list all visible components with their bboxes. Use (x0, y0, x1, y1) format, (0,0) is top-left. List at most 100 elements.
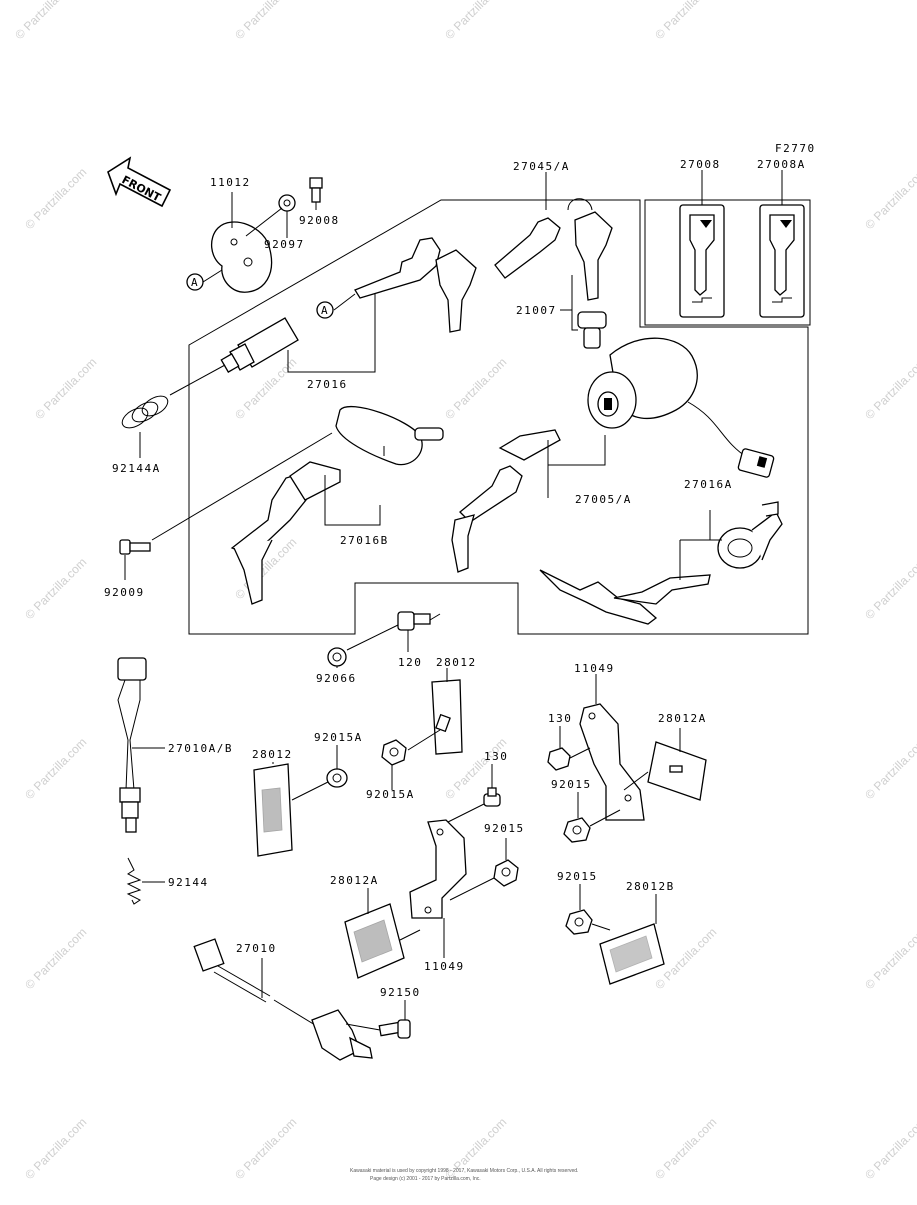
label-92144: 92144 (168, 876, 209, 889)
leader-screw-axis (151, 432, 333, 541)
watermark: © Partzilla.com (862, 925, 917, 992)
label-130-mid: 130 (484, 750, 508, 763)
key-blank-27008a (759, 204, 805, 318)
label-27005a: 27005/A (575, 493, 632, 506)
leader-cylinder-axis (169, 364, 226, 396)
reflector-28012b (599, 923, 665, 985)
label-28012a-bottom: 28012A (330, 874, 379, 887)
leader-130-mid (447, 764, 493, 823)
leader-27045a (545, 172, 593, 211)
leader-27016a (679, 510, 722, 580)
leader-28012a-right (623, 728, 681, 791)
leader-92015-low (579, 884, 611, 931)
spring-92144 (126, 857, 142, 905)
watermark: © Partzilla.com (862, 1115, 917, 1182)
label-28012b: 28012B (626, 880, 675, 893)
callout-a-label: A (321, 304, 329, 317)
front-arrow-icon: FRONT (107, 156, 172, 208)
watermark: © Partzilla.com (652, 1115, 719, 1182)
screw-120 (397, 611, 431, 631)
leader-28012a-bottom (367, 888, 421, 941)
leader-92015a-mid (391, 729, 441, 790)
label-130-left: 130 (548, 712, 572, 725)
callout-a-line (202, 269, 223, 283)
switch-27010ab (117, 657, 147, 833)
leader-92015-right (577, 792, 621, 827)
leader-92015-mid (449, 838, 507, 901)
watermark: © Partzilla.com (442, 0, 509, 42)
leader-92015a-top (291, 745, 338, 801)
bolt-92150 (378, 1019, 411, 1039)
label-27010ab: 27010A/B (168, 742, 233, 755)
watermark: © Partzilla.com (22, 555, 89, 622)
label-92015a-mid: 92015A (366, 788, 415, 801)
key-27005a (451, 429, 561, 573)
reflector-28012a-bottom (344, 903, 405, 979)
label-92015-low: 92015 (557, 870, 598, 883)
nut-92066 (327, 647, 347, 667)
label-28012-left: 28012 (252, 748, 293, 761)
watermark: © Partzilla.com (652, 0, 719, 42)
watermark-layer: © Partzilla.com © Partzilla.com © Partzi… (12, 0, 917, 1182)
leader-27005a (547, 435, 606, 498)
bolt-130-mid (483, 787, 501, 807)
reflector-28012-left (253, 763, 293, 857)
reflector-28012a-right (647, 741, 707, 801)
key-27045a (494, 211, 613, 301)
key-27016-top (333, 237, 477, 333)
label-27045a: 27045/A (513, 160, 570, 173)
part-labels: 11012 92008 92097 27045/A 27008 27008A 2… (104, 158, 806, 999)
label-92066: 92066 (316, 672, 357, 685)
leader-lines-27008 (701, 170, 783, 205)
label-28012a-top: 28012A (658, 712, 707, 725)
key-27016a (539, 569, 711, 625)
nut-92015-low (565, 909, 593, 935)
label-27016: 27016 (307, 378, 348, 391)
key-27016b (230, 461, 341, 605)
watermark: © Partzilla.com (12, 0, 79, 42)
label-11012: 11012 (210, 176, 251, 189)
label-27008a: 27008A (757, 158, 806, 171)
label-27016a: 27016A (684, 478, 733, 491)
leader-27016b (324, 475, 381, 526)
switch-27010 (193, 938, 373, 1061)
ignition-switch-27005a (587, 337, 775, 478)
watermark: © Partzilla.com (232, 1115, 299, 1182)
label-27008: 27008 (680, 158, 721, 171)
watermark: © Partzilla.com (442, 355, 509, 422)
figure-code: F2770 (775, 142, 816, 155)
leader-120-axis (346, 613, 441, 651)
label-120: 120 (398, 656, 422, 669)
watermark: © Partzilla.com (22, 925, 89, 992)
footer-design: Page design (c) 2001 - 2017 by Partzilla… (370, 1176, 481, 1182)
label-11049-top: 11049 (574, 662, 615, 675)
watermark: © Partzilla.com (232, 0, 299, 42)
key-blank-box (644, 199, 811, 326)
bracket-plate-11012 (211, 221, 273, 293)
label-92015-mid: 92015 (484, 822, 525, 835)
seat-lock-27016a (717, 501, 783, 569)
label-27010: 27010 (236, 942, 277, 955)
key-set-outline (188, 199, 809, 635)
nut-92015a (381, 739, 407, 766)
leader-130-left (559, 726, 591, 759)
label-28012-top: 28012 (436, 656, 477, 669)
nut-92015-right (563, 817, 591, 843)
cap-21007 (577, 311, 607, 349)
label-21007: 21007 (516, 304, 557, 317)
leader-92097 (245, 207, 288, 238)
label-92144a: 92144A (112, 462, 161, 475)
watermark: © Partzilla.com (22, 165, 89, 232)
watermark: © Partzilla.com (862, 355, 917, 422)
callout-a-label: A (191, 276, 199, 289)
watermark: © Partzilla.com (22, 735, 89, 802)
screw-92008 (309, 177, 323, 203)
footer-copyright: Kawasaki material is used by copyright 1… (350, 1168, 578, 1174)
nut-92015-mid (493, 859, 519, 887)
screw-92009 (119, 539, 151, 555)
bracket-11049-right (579, 703, 645, 821)
watermark: © Partzilla.com (862, 165, 917, 232)
label-92015a-top: 92015A (314, 731, 363, 744)
bracket-11049-bottom (409, 819, 467, 919)
